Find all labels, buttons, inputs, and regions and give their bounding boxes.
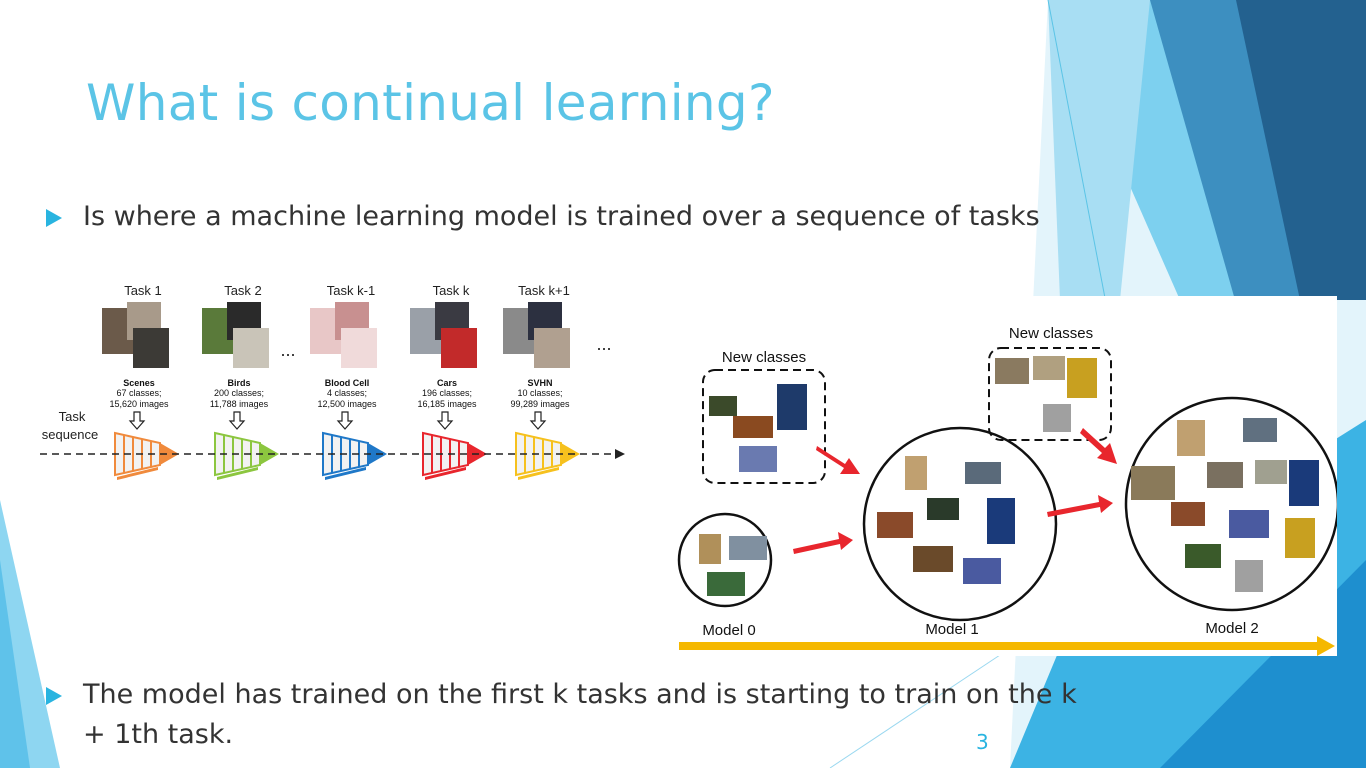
model-2-label: Model 2 (1205, 620, 1258, 637)
timeline-bar (679, 642, 1319, 650)
task-name: Task 2 (224, 283, 262, 298)
down-arrow-icon (128, 411, 146, 430)
class-thumbnail (987, 498, 1015, 544)
new-classes-box-1 (702, 369, 826, 484)
task-dataset: SVHN (527, 378, 552, 388)
class-thumbnail (1289, 460, 1319, 506)
task-images: 15,620 images (109, 399, 169, 409)
class-thumbnail (1033, 356, 1065, 380)
task-classes: 196 classes; (422, 388, 472, 398)
bullet-1: Is where a machine learning model is tra… (46, 197, 1126, 237)
ellipsis-2: ... (596, 334, 611, 354)
class-thumbnail (1243, 418, 1277, 442)
class-thumbnail (707, 572, 745, 596)
down-arrow-icon (436, 411, 454, 430)
page-number: 3 (976, 730, 989, 754)
task-classes: 67 classes; (116, 388, 161, 398)
task-classes: 4 classes; (327, 388, 367, 398)
class-thumbnail (777, 384, 807, 430)
class-thumbnail (739, 446, 777, 472)
class-thumbnail (905, 456, 927, 490)
class-thumbnail (1043, 404, 1071, 432)
class-thumbnail (1255, 460, 1287, 484)
model-0-circle (677, 512, 773, 608)
network-head-icon (160, 443, 179, 465)
class-thumbnail (963, 558, 1001, 584)
class-thumbnails (699, 356, 1319, 596)
class-thumbnail (965, 462, 1001, 484)
class-thumbnail (1229, 510, 1269, 538)
task-name: Task k-1 (327, 283, 375, 298)
models-figure: New classes New classes Model 0 Model 1 … (677, 296, 1337, 656)
timeline-arrowhead-icon (1317, 636, 1335, 656)
class-thumbnail (699, 534, 721, 564)
class-thumbnail (1067, 358, 1097, 398)
class-thumbnail (1207, 462, 1243, 488)
bullet-1-text: Is where a machine learning model is tra… (83, 201, 1040, 232)
class-thumbnail (995, 358, 1029, 384)
task-classes: 10 classes; (517, 388, 562, 398)
new-classes-label-1: New classes (722, 349, 806, 366)
task-photo (341, 328, 377, 368)
task-sequence-label-line1: Task (59, 409, 86, 424)
class-thumbnail (733, 416, 773, 438)
down-arrow-icon (336, 411, 354, 430)
class-thumbnail (927, 498, 959, 520)
ellipsis-1: ... (280, 340, 295, 360)
task-dataset: Scenes (123, 378, 155, 388)
new-classes-box-2 (988, 347, 1112, 441)
task-images: 12,500 images (317, 399, 377, 409)
model-0-label: Model 0 (702, 622, 755, 639)
task-classes: 200 classes; (214, 388, 264, 398)
model-2-circle (1124, 396, 1337, 612)
down-arrow-icon (228, 411, 246, 430)
class-thumbnail (1177, 420, 1205, 456)
task-name: Task k+1 (518, 283, 570, 298)
class-thumbnail (729, 536, 767, 560)
task-sequence-label-line2: sequence (42, 427, 98, 442)
task-images: 16,185 images (417, 399, 477, 409)
sequence-arrowhead-icon (615, 449, 625, 459)
task-name: Task k (433, 283, 470, 298)
task-dataset: Birds (227, 378, 250, 388)
class-thumbnail (1131, 466, 1175, 500)
class-thumbnail (1235, 560, 1263, 592)
down-arrow-icon (529, 411, 547, 430)
class-thumbnail (709, 396, 737, 416)
bullet-2: The model has trained on the first k tas… (46, 675, 1086, 755)
bullet-triangle-icon (46, 687, 62, 705)
class-thumbnail (1171, 502, 1205, 526)
task-dataset: Blood Cell (325, 378, 370, 388)
task-images: 11,788 images (210, 399, 269, 409)
task-photo (441, 328, 477, 368)
class-thumbnail (877, 512, 913, 538)
task-photo (133, 328, 169, 368)
class-thumbnail (1285, 518, 1315, 558)
task-dataset: Cars (437, 378, 457, 388)
new-classes-label-2: New classes (1009, 325, 1093, 342)
model-1-label: Model 1 (925, 621, 978, 638)
bullet-triangle-icon (46, 209, 62, 227)
task-photo (233, 328, 269, 368)
task-images: 99,289 images (510, 399, 570, 409)
task-photo (534, 328, 570, 368)
bullet-2-text: The model has trained on the first k tas… (83, 679, 1077, 750)
task-name: Task 1 (124, 283, 162, 298)
slide-title: What is continual learning? (86, 74, 775, 132)
class-thumbnail (913, 546, 953, 572)
model-1-circle (862, 426, 1058, 622)
red-arrows (793, 428, 1117, 554)
class-thumbnail (1185, 544, 1221, 568)
